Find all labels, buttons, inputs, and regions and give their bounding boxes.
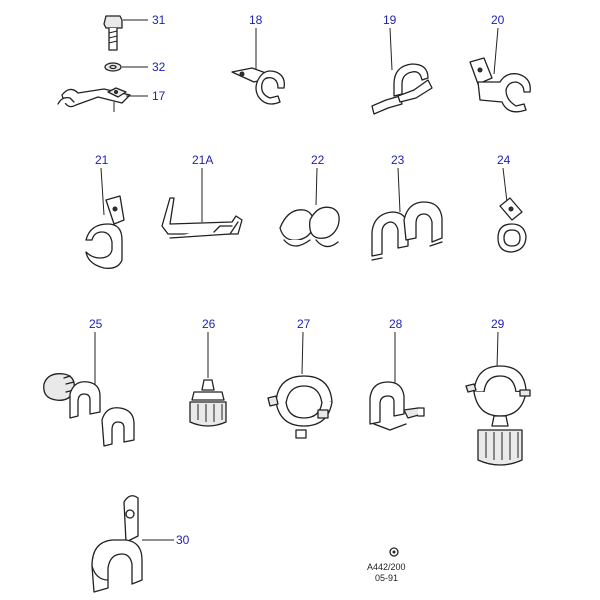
part-21-clip: [85, 195, 125, 269]
part-26-fastener: [189, 379, 227, 427]
leader-22: [315, 167, 318, 206]
part-20-clip: [469, 57, 531, 113]
callout-27: 27: [297, 317, 311, 331]
part-19-clip: [371, 63, 433, 115]
part-25-clip: [43, 373, 135, 447]
part-28-clamp: [369, 381, 425, 431]
part-30-clip: [91, 495, 143, 593]
part-24-clip: [497, 197, 527, 253]
leader-23: [397, 167, 401, 213]
stamp-reference: A442/200: [367, 562, 406, 572]
callout-24: 24: [497, 153, 511, 167]
part-23-clip: [371, 201, 443, 261]
leader-24: [502, 167, 508, 203]
reference-stamp: [389, 547, 399, 557]
part-29-clamp: [465, 365, 531, 466]
callout-19: 19: [383, 13, 397, 27]
callout-18: 18: [249, 13, 263, 27]
part-21a-strip: [161, 197, 243, 239]
callout-31: 31: [152, 13, 166, 27]
callout-25: 25: [89, 317, 103, 331]
callout-32: 32: [152, 60, 166, 74]
callout-21: 21: [95, 153, 109, 167]
callout-21a: 21A: [192, 153, 213, 167]
part-17-clip: [57, 87, 131, 112]
callout-28: 28: [389, 317, 403, 331]
leader-20: [493, 27, 499, 75]
leader-19: [389, 27, 393, 71]
callout-22: 22: [311, 153, 325, 167]
leader-21: [100, 167, 105, 216]
callout-23: 23: [391, 153, 405, 167]
callout-26: 26: [202, 317, 216, 331]
callout-20: 20: [491, 13, 505, 27]
callout-29: 29: [491, 317, 505, 331]
leader-29: [496, 331, 499, 369]
callout-17: 17: [152, 89, 166, 103]
part-32-washer: [104, 62, 122, 72]
part-27-clamp: [267, 375, 333, 439]
part-18-clip: [231, 67, 285, 105]
part-22-clip: [279, 206, 340, 248]
stamp-date: 05-91: [375, 573, 398, 583]
leader-27: [301, 331, 304, 375]
part-31-bolt: [103, 15, 123, 51]
callout-30: 30: [176, 533, 190, 547]
